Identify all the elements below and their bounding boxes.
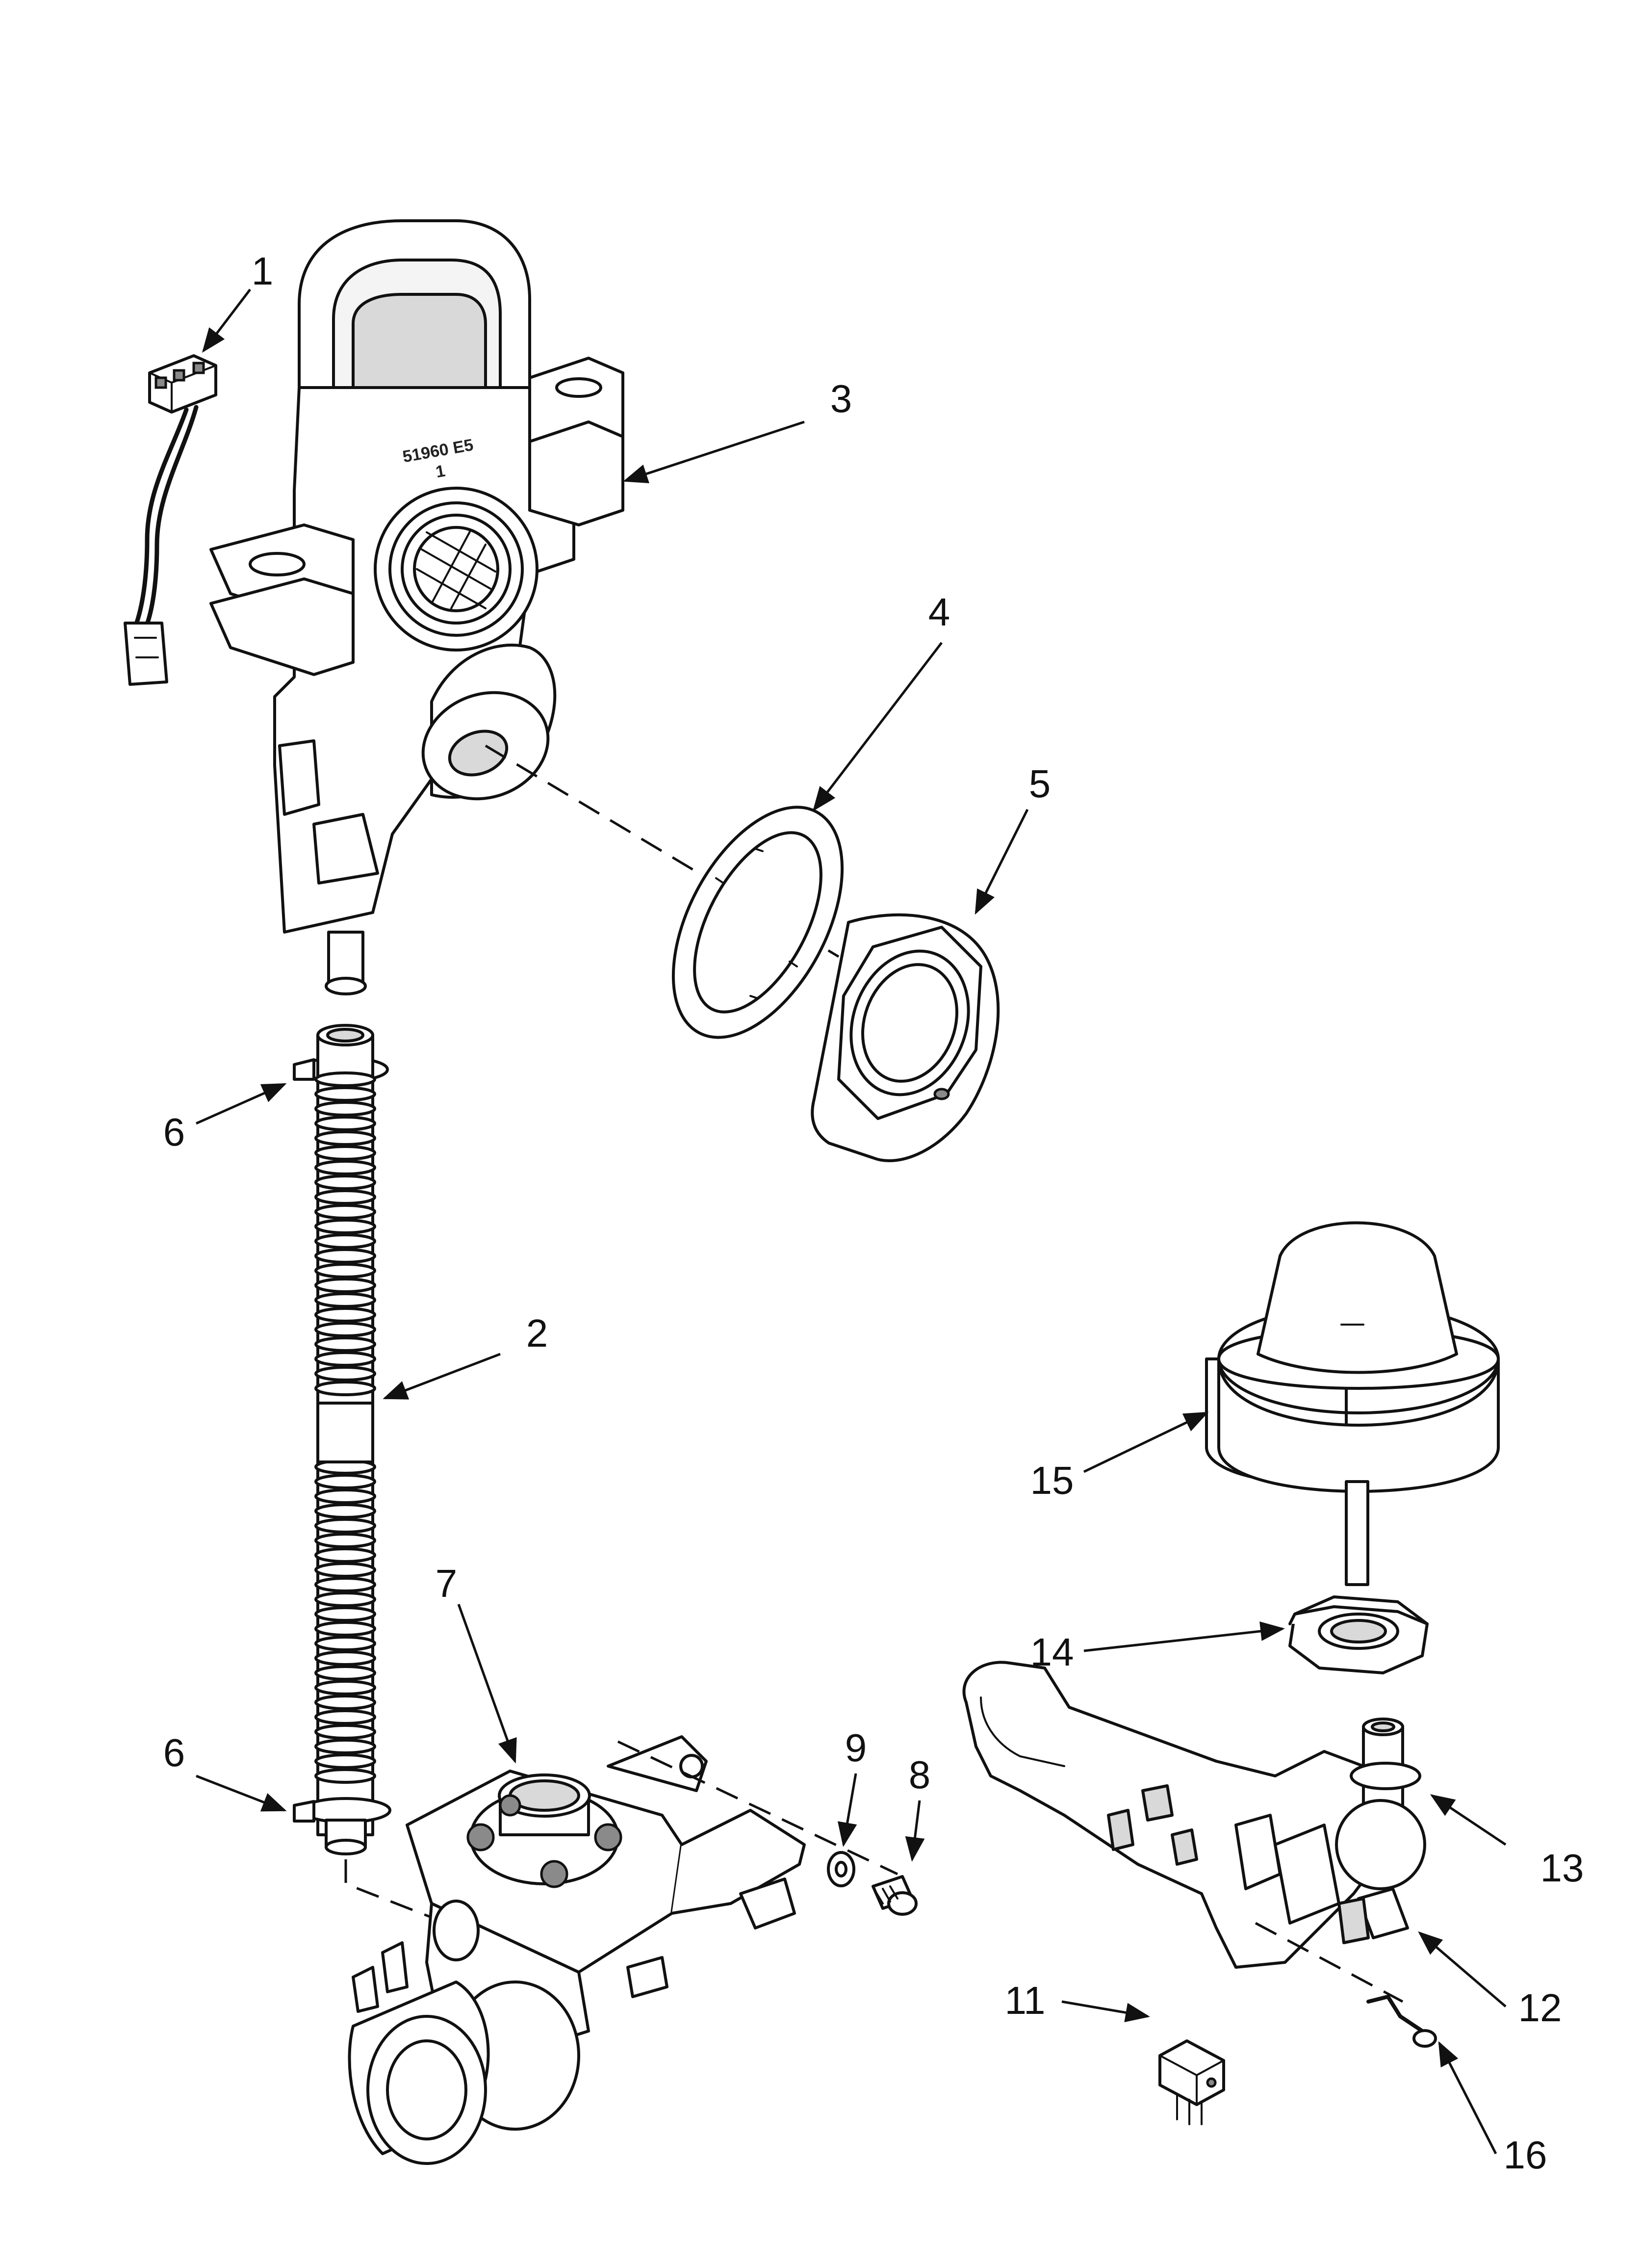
hose-rib [314, 1219, 376, 1234]
hose-rib [314, 1233, 376, 1249]
float-part [1205, 1221, 1500, 1586]
callout-14: 14 [1030, 1630, 1074, 1674]
callout-2: 2 [526, 1311, 548, 1355]
callout-1: 1 [252, 249, 274, 293]
switch-actuator-part [1337, 1887, 1409, 1944]
vent-housing-part: 51960 E5 1 [209, 219, 624, 995]
callout-13: 13 [1540, 1846, 1584, 1890]
hose-rib [314, 1503, 376, 1519]
hose-rib [314, 1322, 376, 1337]
callout-3: 3 [830, 377, 852, 420]
leader-lines [195, 288, 1507, 2155]
callout-6-upper: 6 [163, 1110, 185, 1154]
hose-rib [314, 1336, 376, 1352]
hose-rib [314, 1518, 376, 1534]
hose-rib [314, 1547, 376, 1563]
hose-rib [314, 1204, 376, 1220]
vent-nut-part [811, 913, 1000, 1162]
hose-rib [314, 1101, 376, 1117]
hose-rib [314, 1189, 376, 1205]
water-valve-part [348, 1735, 806, 2165]
hose-rib [314, 1709, 376, 1725]
callout-11: 11 [1004, 1979, 1045, 2022]
hose-rib [314, 1307, 376, 1323]
callout-16: 16 [1504, 2133, 1547, 2177]
wire-harness-part [124, 354, 217, 686]
callout-labels: 1 2 3 4 5 6 6 7 8 9 11 12 13 14 15 16 [163, 249, 1584, 2177]
hose-rib [314, 1071, 376, 1087]
hose-rib [314, 1680, 376, 1695]
screw-part [872, 1875, 918, 1916]
hose-rib [314, 1753, 376, 1769]
hose-rib [314, 1665, 376, 1681]
micro-switch-part [1158, 2039, 1225, 2125]
float-stem-part [1335, 1718, 1426, 1890]
callout-12: 12 [1518, 1986, 1562, 2030]
hose-rib [314, 1263, 376, 1278]
hose-rib [314, 1768, 376, 1784]
washer-part [827, 1851, 855, 1887]
hose-rib [314, 1277, 376, 1293]
hose-rib [314, 1739, 376, 1754]
hose-rib [314, 1591, 376, 1607]
hose-rib [314, 1292, 376, 1308]
hose-rib [314, 1160, 376, 1175]
hose-rib [314, 1621, 376, 1637]
callout-6-lower: 6 [163, 1731, 185, 1774]
hose-rib [314, 1474, 376, 1489]
hose-rib [314, 1366, 376, 1382]
hose-rib [314, 1694, 376, 1710]
hose-rib [314, 1351, 376, 1367]
hose-rib [314, 1174, 376, 1190]
callout-8: 8 [909, 1753, 931, 1797]
float-switch-bracket-part [962, 1661, 1385, 1969]
vent-hose-part [314, 1024, 376, 1836]
hose-rib [314, 1086, 376, 1102]
hose-rib [314, 1606, 376, 1622]
float-switch-lever-part [1366, 1994, 1437, 2048]
hose-rib [314, 1130, 376, 1146]
hex-nut-part [1288, 1595, 1429, 1674]
hose-rib [314, 1116, 376, 1131]
hose-rib [314, 1248, 376, 1264]
hose-rib [314, 1381, 376, 1396]
hose-rib [314, 1724, 376, 1740]
hose-clamp-lower-part [293, 1797, 391, 1855]
hose-rib [314, 1533, 376, 1548]
callout-15: 15 [1030, 1459, 1074, 1502]
hose-rib [314, 1636, 376, 1651]
hose-rib [314, 1488, 376, 1504]
callout-5: 5 [1029, 762, 1051, 806]
hose-rib [314, 1145, 376, 1161]
hose-rib [314, 1577, 376, 1592]
hose-rib [314, 1562, 376, 1578]
callout-4: 4 [928, 590, 950, 634]
gasket-ring-part [671, 806, 844, 1039]
hose-rib [314, 1650, 376, 1666]
callout-7: 7 [436, 1562, 458, 1605]
callout-9: 9 [845, 1726, 867, 1770]
